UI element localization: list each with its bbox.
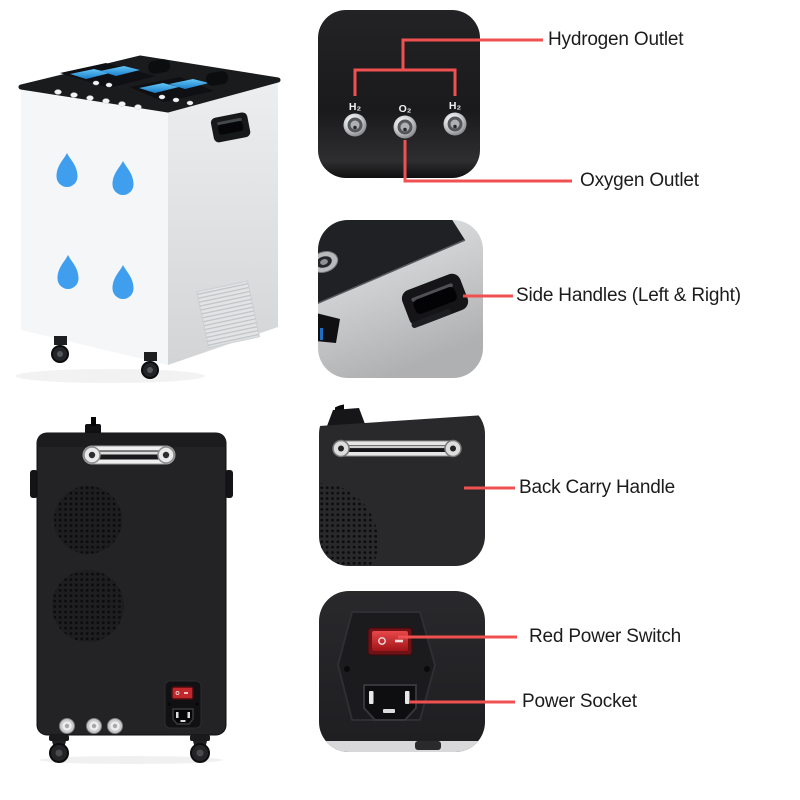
vent-grille	[196, 280, 261, 349]
lcd-screen	[100, 66, 140, 76]
top-caps	[148, 59, 229, 86]
switch-on-symbol	[395, 639, 403, 643]
right-side-tab	[225, 470, 233, 498]
h2-port-left	[343, 113, 367, 137]
h2-port-label-left: H₂	[349, 101, 362, 113]
body-top-edge	[37, 433, 226, 447]
detail-back-handle	[319, 404, 485, 566]
back-carry-handle-bar	[82, 445, 176, 465]
detail-power-module	[319, 591, 485, 752]
front-side-handle	[210, 112, 251, 143]
front-face	[21, 87, 168, 365]
water-drop	[57, 255, 79, 289]
side-handles-label: Side Handles (Left & Right)	[516, 285, 741, 306]
knob-stem	[335, 404, 344, 412]
water-drop-decals	[56, 153, 134, 299]
speaker-grille-partial	[319, 483, 378, 566]
water-drop	[112, 265, 134, 299]
mini-power-switch	[171, 686, 194, 700]
detail-gas-outlets: H₂ O₂ H₂	[318, 10, 480, 178]
left-side-tab	[30, 470, 38, 498]
top-cap	[85, 424, 101, 434]
power-socket-graphic	[363, 684, 417, 721]
drain-ports	[59, 718, 123, 734]
hydrogen-outlet-label: Hydrogen Outlet	[548, 29, 684, 50]
o2-port	[393, 115, 417, 139]
back-machine-body	[30, 417, 233, 736]
control-displays	[60, 63, 214, 102]
control-buttons	[54, 80, 194, 110]
carry-handle-bar	[332, 439, 462, 458]
back-power-module	[164, 680, 202, 729]
floor-strip	[319, 741, 485, 752]
lcd-screen	[169, 79, 209, 89]
back-casters	[49, 735, 210, 763]
front-casters	[51, 336, 159, 379]
lcd-screen	[70, 69, 110, 79]
h2-port-label-right: H₂	[449, 100, 462, 112]
back-view-image	[30, 417, 233, 764]
back-carry-handle-label: Back Carry Handle	[519, 477, 676, 498]
screw-hole	[424, 666, 430, 672]
machine-top-corner	[318, 220, 465, 304]
oxygen-outlet-label: Oxygen Outlet	[580, 170, 699, 191]
side-handle-recess	[401, 273, 469, 328]
red-power-switch-label: Red Power Switch	[529, 626, 682, 647]
power-socket-label: Power Socket	[522, 691, 637, 712]
detail-side-handle	[318, 220, 483, 378]
top-port-partial	[318, 251, 339, 273]
o2-port-label: O₂	[399, 103, 412, 115]
water-drop	[56, 153, 78, 187]
switch-off-symbol	[378, 637, 386, 645]
caster-silhouette	[415, 741, 441, 750]
speaker-grilles	[52, 486, 124, 642]
back-shadow	[39, 756, 223, 764]
top-cap-stem	[91, 417, 96, 426]
front-shadow	[15, 369, 205, 383]
front-view-image	[15, 55, 281, 383]
red-power-switch-graphic	[367, 627, 413, 656]
water-drop	[112, 161, 134, 195]
screw-hole	[344, 666, 350, 672]
lcd-screen	[139, 83, 179, 93]
h2-port-right	[443, 112, 467, 136]
knob-silhouette	[327, 408, 365, 426]
